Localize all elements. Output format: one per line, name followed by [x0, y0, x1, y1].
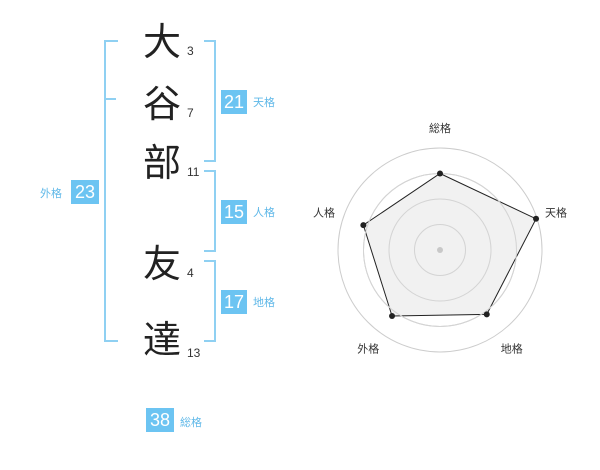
- radar-inner-ring-2: [388, 198, 492, 302]
- tenkaku-bracket: [204, 40, 216, 162]
- radar-polygon: [362, 172, 537, 317]
- soukaku-badge: 38: [146, 408, 174, 432]
- radar-point-4: [389, 313, 396, 320]
- name-char-1: 大: [142, 20, 181, 64]
- stroke-count-4: 4: [187, 266, 194, 280]
- jinkaku-badge: 15: [221, 200, 247, 224]
- chikaku-label: 地格: [253, 296, 275, 309]
- radar-point-5: [360, 222, 367, 229]
- radar-inner-ring-1: [414, 224, 466, 276]
- stroke-count-1: 3: [187, 44, 194, 58]
- name-char-5: 達: [142, 318, 181, 362]
- gaikaku-badge: 23: [71, 180, 99, 204]
- radar-ring-4: [337, 147, 543, 353]
- radar-axis-label-1: 総格: [429, 121, 451, 135]
- radar-axis-label-5: 人格: [313, 205, 335, 219]
- radar-axis-label-2: 天格: [545, 205, 567, 219]
- name-char-3: 部: [142, 141, 181, 185]
- tenkaku-label: 天格: [253, 96, 275, 109]
- radar-center-dot: [437, 247, 443, 253]
- stroke-count-3: 11: [187, 165, 200, 179]
- tenkaku-badge: 21: [221, 90, 247, 114]
- jinkaku-bracket: [204, 170, 216, 252]
- stroke-count-2: 7: [187, 106, 194, 120]
- stroke-count-5: 13: [187, 346, 201, 360]
- gaikaku-bracket-tick: [104, 98, 116, 100]
- radar-axis-label-4: 外格: [357, 342, 379, 356]
- jinkaku-label: 人格: [253, 206, 275, 219]
- name-char-4: 友: [142, 242, 181, 286]
- soukaku-label: 総格: [180, 416, 202, 429]
- radar-point-3: [483, 311, 490, 318]
- radar-axis-label-3: 地格: [501, 342, 523, 356]
- gaikaku-bracket: [104, 40, 118, 342]
- gaikaku-label: 外格: [40, 187, 62, 200]
- name-char-2: 谷: [142, 82, 181, 126]
- chikaku-badge: 17: [221, 290, 247, 314]
- chikaku-bracket: [204, 260, 216, 342]
- radar-point-1: [437, 170, 443, 177]
- radar-point-2: [533, 215, 540, 222]
